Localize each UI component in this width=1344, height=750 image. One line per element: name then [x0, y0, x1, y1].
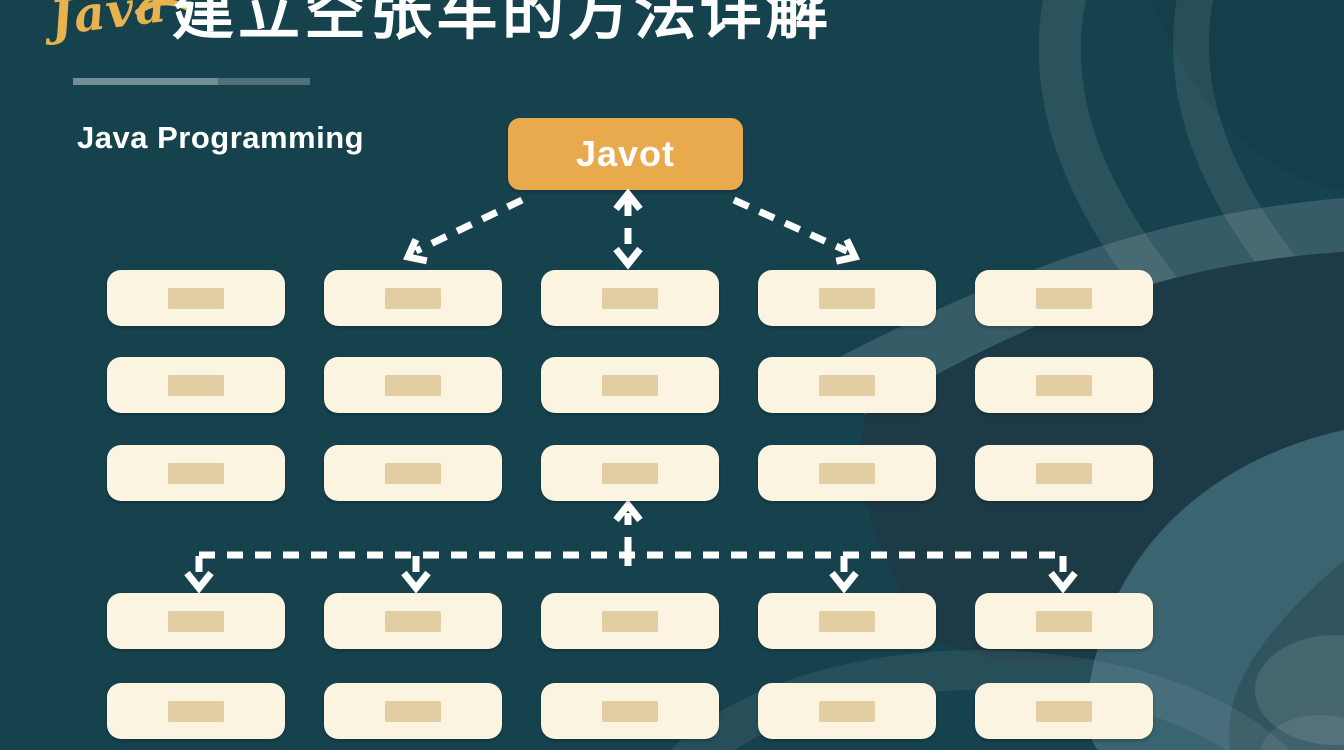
placeholder-dash: [1036, 462, 1092, 484]
placeholder-dash: [819, 287, 875, 309]
placeholder-dash: [168, 462, 224, 484]
placeholder-dash: [168, 287, 224, 309]
placeholder-dash: [602, 610, 658, 632]
title-divider: [73, 78, 310, 85]
grid-box: [758, 270, 936, 326]
grid-box: [541, 357, 719, 413]
grid-box: [975, 357, 1153, 413]
arrowhead-up-icon: [613, 188, 643, 212]
grid-box: [107, 270, 285, 326]
placeholder-dash: [1036, 287, 1092, 309]
arrowhead-down-icon: [184, 570, 214, 594]
divider-segment: [218, 78, 310, 85]
placeholder-dash: [602, 700, 658, 722]
arrowhead-down-icon: [829, 570, 859, 594]
arrowhead-up-icon: [613, 499, 643, 523]
placeholder-dash: [602, 462, 658, 484]
grid-box: [541, 683, 719, 739]
root-node: Javot: [508, 118, 743, 190]
grid-box: [758, 445, 936, 501]
grid-box: [324, 357, 502, 413]
root-connectors: [403, 188, 861, 270]
grid-box: [758, 683, 936, 739]
placeholder-dash: [385, 287, 441, 309]
grid-box: [975, 593, 1153, 649]
grid-box: [324, 445, 502, 501]
placeholder-dash: [385, 462, 441, 484]
grid-box: [975, 683, 1153, 739]
grid-box: [324, 270, 502, 326]
placeholder-dash: [819, 462, 875, 484]
arrowhead-down-icon: [613, 246, 643, 270]
grid-box: [324, 683, 502, 739]
grid-box: [758, 357, 936, 413]
grid-box: [975, 445, 1153, 501]
placeholder-dash: [168, 610, 224, 632]
placeholder-dash: [385, 374, 441, 396]
grid-box: [541, 270, 719, 326]
placeholder-dash: [602, 287, 658, 309]
placeholder-dash: [819, 374, 875, 396]
logo-steam-swirl-icon: [135, 0, 191, 15]
mid-bus-connectors: [184, 499, 1078, 594]
placeholder-dash: [602, 374, 658, 396]
placeholder-dash: [385, 610, 441, 632]
arrowhead-down-left-icon: [403, 238, 428, 265]
grid-box: [541, 593, 719, 649]
grid-box: [107, 357, 285, 413]
grid-box: [107, 683, 285, 739]
grid-box: [107, 445, 285, 501]
placeholder-dash: [168, 374, 224, 396]
grid-box: [758, 593, 936, 649]
divider-segment: [73, 78, 218, 85]
placeholder-dash: [1036, 700, 1092, 722]
grid-box: [107, 593, 285, 649]
placeholder-dash: [819, 610, 875, 632]
placeholder-dash: [819, 700, 875, 722]
placeholder-dash: [1036, 610, 1092, 632]
placeholder-dash: [1036, 374, 1092, 396]
grid-box: [541, 445, 719, 501]
arrowhead-down-icon: [401, 570, 431, 594]
placeholder-dash: [385, 700, 441, 722]
arrowhead-down-icon: [1048, 570, 1078, 594]
subtitle-label: Java Programming: [77, 120, 365, 155]
arrowhead-down-right-icon: [835, 238, 861, 265]
placeholder-dash: [168, 700, 224, 722]
grid-box: [975, 270, 1153, 326]
page-title: 建立空张车的方法详解: [172, 0, 833, 48]
grid-box: [324, 593, 502, 649]
